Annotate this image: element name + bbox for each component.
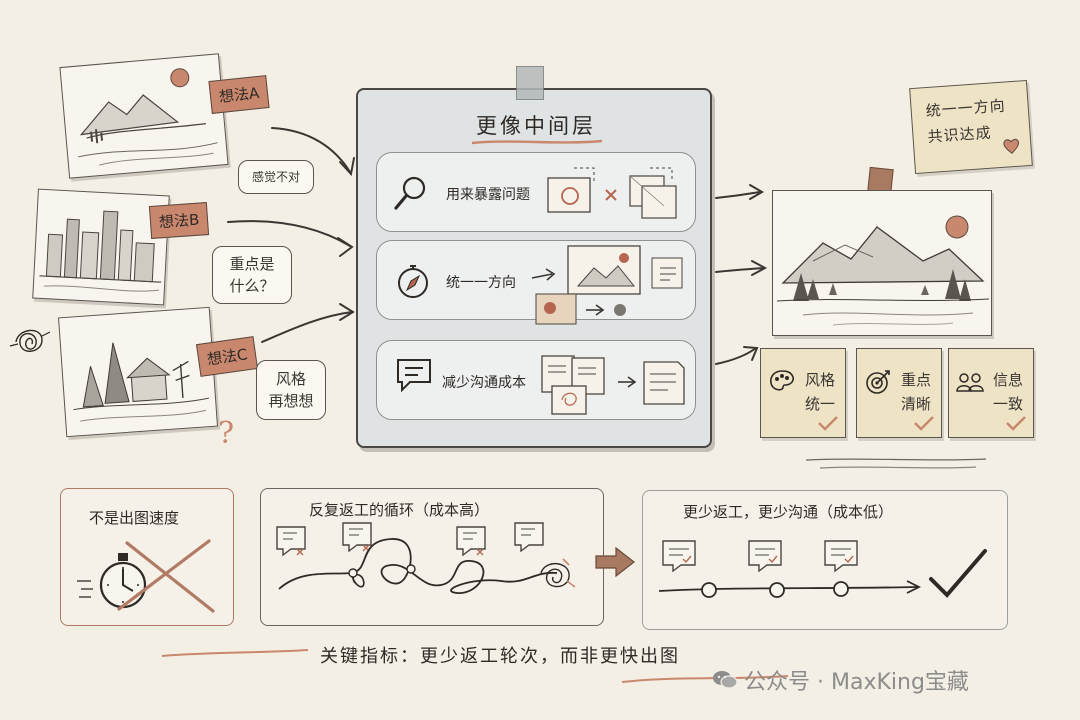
watermark: 公众号 · MaxKing宝藏 bbox=[712, 664, 969, 696]
title-underline bbox=[471, 139, 603, 145]
ground-lines bbox=[805, 458, 987, 469]
consensus-line-1: 统一一方向 bbox=[925, 96, 1007, 121]
row-label-unify: 统一一方向 bbox=[446, 275, 516, 291]
box-less-rework: 更少返工，更少沟通（成本低） bbox=[642, 490, 1008, 630]
card-focus-clear: 重点 清晰 bbox=[856, 348, 942, 438]
row-label-expose: 用来暴露问题 bbox=[446, 187, 530, 203]
footer-underline-right bbox=[621, 675, 789, 683]
watermark-text: 公众号 · MaxKing宝藏 bbox=[744, 670, 969, 695]
idea-tag-a: 想法A bbox=[208, 75, 270, 114]
middle-layer-panel: 更像中间层 用来暴露问题 统一一方向 bbox=[356, 88, 712, 448]
consensus-note: 统一一方向 共识达成 bbox=[909, 79, 1033, 175]
target-icon bbox=[866, 370, 890, 394]
box-less-rework-title: 更少返工，更少沟通（成本低） bbox=[683, 503, 894, 521]
card-focus-line1: 重点 bbox=[901, 371, 932, 389]
bubble-whats-the-point: 重点是 什么？ bbox=[212, 246, 292, 304]
magnifier-icon bbox=[394, 176, 426, 210]
consensus-line-2: 共识达成 bbox=[926, 123, 993, 147]
rework-loop-diagram bbox=[276, 522, 576, 594]
chat-bubble-icon bbox=[397, 359, 431, 393]
card-info-consistent: 信息 一致 bbox=[948, 348, 1034, 438]
final-unified-image bbox=[772, 190, 992, 336]
smooth-process-diagram bbox=[658, 540, 987, 598]
card-style-line2: 统一 bbox=[805, 395, 836, 413]
box-rework-title: 反复返工的循环（成本高） bbox=[309, 501, 490, 519]
card-info-line2: 一致 bbox=[993, 395, 1024, 413]
bubble-rethink-style: 风格 再想想 bbox=[256, 360, 326, 420]
heart-icon bbox=[1003, 138, 1020, 154]
docs-merge-icon bbox=[541, 355, 685, 415]
card-info-line1: 信息 bbox=[993, 371, 1024, 389]
idea-tag-b: 想法B bbox=[148, 202, 210, 239]
sketch-city-skyline bbox=[32, 188, 170, 306]
bubble-feels-wrong: 感觉不对 bbox=[238, 160, 314, 194]
wechat-icon bbox=[713, 671, 738, 689]
tape-strip bbox=[516, 66, 544, 100]
idea-tag-c: 想法C bbox=[195, 336, 259, 377]
issue-frames-icon bbox=[547, 167, 677, 219]
card-focus-line2: 清晰 bbox=[901, 395, 932, 413]
box-not-speed-title: 不是出图速度 bbox=[89, 509, 180, 527]
users-icon bbox=[956, 373, 984, 392]
sketch-village-trees bbox=[57, 306, 219, 438]
stopwatch-icon bbox=[77, 539, 215, 613]
palette-icon bbox=[770, 370, 794, 391]
card-style-unified: 风格 统一 bbox=[760, 348, 846, 438]
box-not-speed: 不是出图速度 bbox=[60, 488, 234, 626]
checkmark-icon bbox=[818, 416, 838, 431]
scribble-icon bbox=[9, 329, 51, 352]
unify-frames-icon bbox=[531, 245, 683, 325]
question-mark: ? bbox=[218, 416, 235, 451]
checkmark-icon bbox=[914, 416, 934, 431]
card-style-line1: 风格 bbox=[805, 371, 836, 389]
box-rework-loop: 反复返工的循环（成本高） bbox=[260, 488, 604, 626]
checkmark-icon bbox=[1006, 416, 1026, 431]
footer-key-metric: 关键指标：更少返工轮次，而非更快出图 bbox=[320, 646, 680, 667]
sketch-mountain-lake bbox=[59, 53, 229, 179]
row-label-reduce: 减少沟通成本 bbox=[442, 375, 526, 391]
panel-title: 更像中间层 bbox=[476, 114, 596, 138]
footer-underline-left bbox=[161, 649, 309, 657]
big-arrow-icon bbox=[595, 546, 635, 578]
compass-icon bbox=[398, 265, 428, 298]
